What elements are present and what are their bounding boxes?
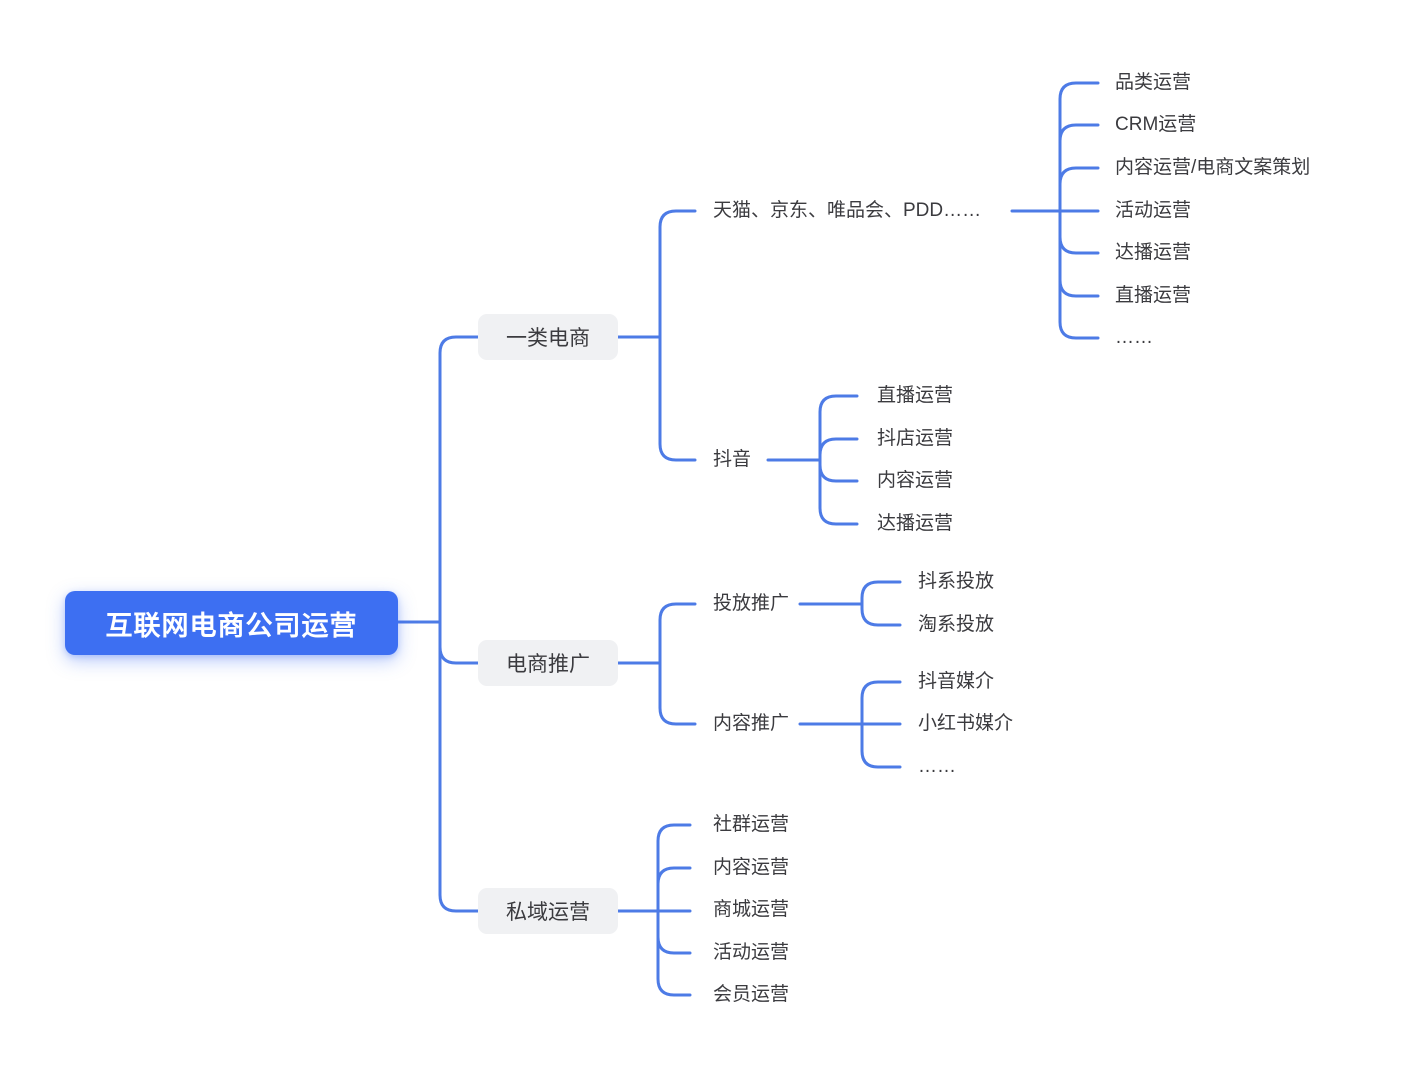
- node-tier1-ecommerce[interactable]: 一类电商: [478, 314, 618, 360]
- node-taobao-ads[interactable]: 淘系投放: [918, 614, 995, 636]
- edge-toufang-trunk: [860, 580, 902, 627]
- node-ad-placement-promotion[interactable]: 投放推广: [713, 593, 790, 615]
- node-category-operations[interactable]: 品类运营: [1115, 72, 1192, 94]
- node-mall-operations[interactable]: 商城运营: [713, 899, 790, 921]
- node-ellipsis-tmall[interactable]: ……: [1115, 327, 1153, 349]
- edge-main-trunk: [438, 335, 480, 913]
- edge-douyin-trunk: [818, 394, 859, 526]
- edge-b2-trunk: [658, 602, 697, 726]
- node-content-operations-private[interactable]: 内容运营: [713, 857, 790, 879]
- node-doudian-operations[interactable]: 抖店运营: [877, 428, 954, 450]
- node-douyin-ads[interactable]: 抖系投放: [918, 571, 995, 593]
- node-community-operations[interactable]: 社群运营: [713, 814, 790, 836]
- node-live-operations-tmall[interactable]: 直播运营: [1115, 285, 1192, 307]
- node-content-copywriting[interactable]: 内容运营/电商文案策划: [1115, 157, 1311, 179]
- edge-b3-trunk: [656, 823, 692, 997]
- node-content-operations-douyin[interactable]: 内容运营: [877, 470, 954, 492]
- node-live-operations-douyin[interactable]: 直播运营: [877, 385, 954, 407]
- node-event-operations-tmall[interactable]: 活动运营: [1115, 200, 1192, 222]
- node-private-domain-operations[interactable]: 私域运营: [478, 888, 618, 934]
- node-influencer-live-operations-douyin[interactable]: 达播运营: [877, 513, 954, 535]
- edge-neirong-trunk: [860, 680, 902, 769]
- node-douyin[interactable]: 抖音: [713, 449, 752, 471]
- node-root[interactable]: 互联网电商公司运营: [65, 591, 398, 655]
- node-ecommerce-promotion[interactable]: 电商推广: [478, 640, 618, 686]
- edge-branch2-tee: [438, 645, 480, 665]
- node-tmall-jd-vip-pdd[interactable]: 天猫、京东、唯品会、PDD……: [713, 200, 982, 222]
- node-content-promotion[interactable]: 内容推广: [713, 713, 790, 735]
- node-event-operations-private[interactable]: 活动运营: [713, 942, 790, 964]
- node-crm-operations[interactable]: CRM运营: [1115, 114, 1197, 136]
- node-influencer-live-operations-tmall[interactable]: 达播运营: [1115, 242, 1192, 264]
- node-douyin-media[interactable]: 抖音媒介: [918, 671, 995, 693]
- node-xiaohongshu-media[interactable]: 小红书媒介: [918, 713, 1014, 735]
- node-ellipsis-content-promotion[interactable]: ……: [918, 756, 956, 778]
- edge-tmall-trunk: [1058, 81, 1100, 340]
- node-member-operations[interactable]: 会员运营: [713, 984, 790, 1006]
- edge-b1-trunk: [658, 209, 697, 462]
